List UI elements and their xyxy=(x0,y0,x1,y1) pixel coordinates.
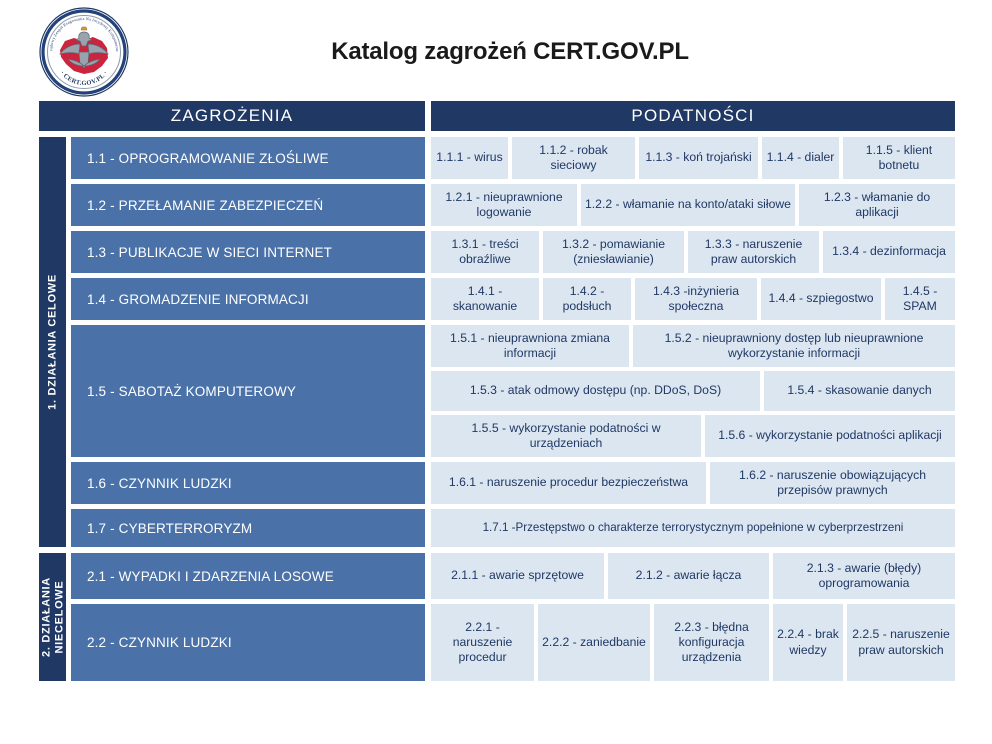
vuln-cell-2-1-1[interactable]: 2.1.1 - awarie sprzętowe xyxy=(430,552,605,600)
column-header-vulnerabilities: PODATNOŚCI xyxy=(430,100,956,132)
vuln-cell-1-2-1[interactable]: 1.2.1 - nieuprawnione logowanie xyxy=(430,183,578,227)
vuln-cell-1-4-1[interactable]: 1.4.1 - skanowanie xyxy=(430,277,540,321)
vuln-cell-1-5-6[interactable]: 1.5.6 - wykorzystanie podatności aplikac… xyxy=(704,414,956,458)
vuln-cell-1-3-2[interactable]: 1.3.2 - pomawianie (zniesławianie) xyxy=(542,230,685,274)
vuln-cell-2-2-3[interactable]: 2.2.3 - błędna konfiguracja urządzenia xyxy=(653,603,770,682)
vuln-cell-1-5-4[interactable]: 1.5.4 - skasowanie danych xyxy=(763,370,956,412)
vuln-cell-1-1-3[interactable]: 1.1.3 - koń trojański xyxy=(638,136,759,180)
group-spine-label: 1. DZIAŁANIA CELOWE xyxy=(46,274,59,410)
vuln-cell-1-5-1[interactable]: 1.5.1 - nieuprawniona zmiana informacji xyxy=(430,324,630,368)
vuln-cell-1-5-2[interactable]: 1.5.2 - nieuprawniony dostęp lub nieupra… xyxy=(632,324,956,368)
page-header: Rządowy Zespół Reagowania Na Incydenty K… xyxy=(0,0,992,98)
vuln-cell-1-4-2[interactable]: 1.4.2 - podsłuch xyxy=(542,277,632,321)
group-spine-dzialania-celowe: 1. DZIAŁANIA CELOWE xyxy=(38,136,67,548)
threat-cell-2-2[interactable]: 2.2 - CZYNNIK LUDZKI xyxy=(70,603,426,682)
vuln-cell-2-2-5[interactable]: 2.2.5 - naruszenie praw autorskich xyxy=(846,603,956,682)
vuln-cell-1-1-4[interactable]: 1.1.4 - dialer xyxy=(761,136,840,180)
vuln-cell-1-6-2[interactable]: 1.6.2 - naruszenie obowiązujących przepi… xyxy=(709,461,956,505)
vuln-cell-1-5-3[interactable]: 1.5.3 - atak odmowy dostępu (np. DDoS, D… xyxy=(430,370,761,412)
page-title: Katalog zagrożeń CERT.GOV.PL xyxy=(331,38,689,65)
vuln-cell-2-1-3[interactable]: 2.1.3 - awarie (błędy) oprogramowania xyxy=(772,552,956,600)
threat-cell-2-1[interactable]: 2.1 - WYPADKI I ZDARZENIA LOSOWE xyxy=(70,552,426,600)
threat-cell-1-6[interactable]: 1.6 - CZYNNIK LUDZKI xyxy=(70,461,426,505)
column-header-threats: ZAGROŻENIA xyxy=(38,100,426,132)
vuln-cell-2-1-2[interactable]: 2.1.2 - awarie łącza xyxy=(607,552,770,600)
threat-cell-1-4[interactable]: 1.4 - GROMADZENIE INFORMACJI xyxy=(70,277,426,321)
vuln-cell-1-2-2[interactable]: 1.2.2 - włamanie na konto/ataki siłowe xyxy=(580,183,796,227)
vuln-cell-2-2-4[interactable]: 2.2.4 - brak wiedzy xyxy=(772,603,844,682)
vuln-cell-1-2-3[interactable]: 1.2.3 - włamanie do aplikacji xyxy=(798,183,956,227)
threat-catalog-table: ZAGROŻENIA PODATNOŚCI 1. DZIAŁANIA CELOW… xyxy=(0,96,992,696)
vuln-cell-1-3-4[interactable]: 1.3.4 - dezinformacja xyxy=(822,230,956,274)
vuln-cell-1-5-5[interactable]: 1.5.5 - wykorzystanie podatności w urząd… xyxy=(430,414,702,458)
vuln-cell-1-4-3[interactable]: 1.4.3 -inżynieria społeczna xyxy=(634,277,758,321)
cert-gov-pl-logo-icon: Rządowy Zespół Reagowania Na Incydenty K… xyxy=(38,6,130,98)
vuln-cell-1-6-1[interactable]: 1.6.1 - naruszenie procedur bezpieczeńst… xyxy=(430,461,707,505)
vuln-cell-2-2-1[interactable]: 2.2.1 - naruszenie procedur xyxy=(430,603,535,682)
vuln-cell-1-3-3[interactable]: 1.3.3 - naruszenie praw autorskich xyxy=(687,230,820,274)
vuln-cell-1-1-1[interactable]: 1.1.1 - wirus xyxy=(430,136,509,180)
vuln-cell-1-1-2[interactable]: 1.1.2 - robak sieciowy xyxy=(511,136,636,180)
vuln-cell-1-7-1[interactable]: 1.7.1 -Przestępstwo o charakterze terror… xyxy=(430,508,956,548)
threat-cell-1-3[interactable]: 1.3 - PUBLIKACJE W SIECI INTERNET xyxy=(70,230,426,274)
vuln-cell-1-1-5[interactable]: 1.1.5 - klient botnetu xyxy=(842,136,956,180)
vuln-cell-2-2-2[interactable]: 2.2.2 - zaniedbanie xyxy=(537,603,651,682)
threat-cell-1-2[interactable]: 1.2 - PRZEŁAMANIE ZABEZPIECZEŃ xyxy=(70,183,426,227)
threat-cell-1-7[interactable]: 1.7 - CYBERTERRORYZM xyxy=(70,508,426,548)
threat-cell-1-1[interactable]: 1.1 - OPROGRAMOWANIE ZŁOŚLIWE xyxy=(70,136,426,180)
vuln-cell-1-4-5[interactable]: 1.4.5 - SPAM xyxy=(884,277,956,321)
vuln-cell-1-4-4[interactable]: 1.4.4 - szpiegostwo xyxy=(760,277,882,321)
threat-cell-1-5[interactable]: 1.5 - SABOTAŻ KOMPUTEROWY xyxy=(70,324,426,458)
vuln-cell-1-3-1[interactable]: 1.3.1 - treści obraźliwe xyxy=(430,230,540,274)
